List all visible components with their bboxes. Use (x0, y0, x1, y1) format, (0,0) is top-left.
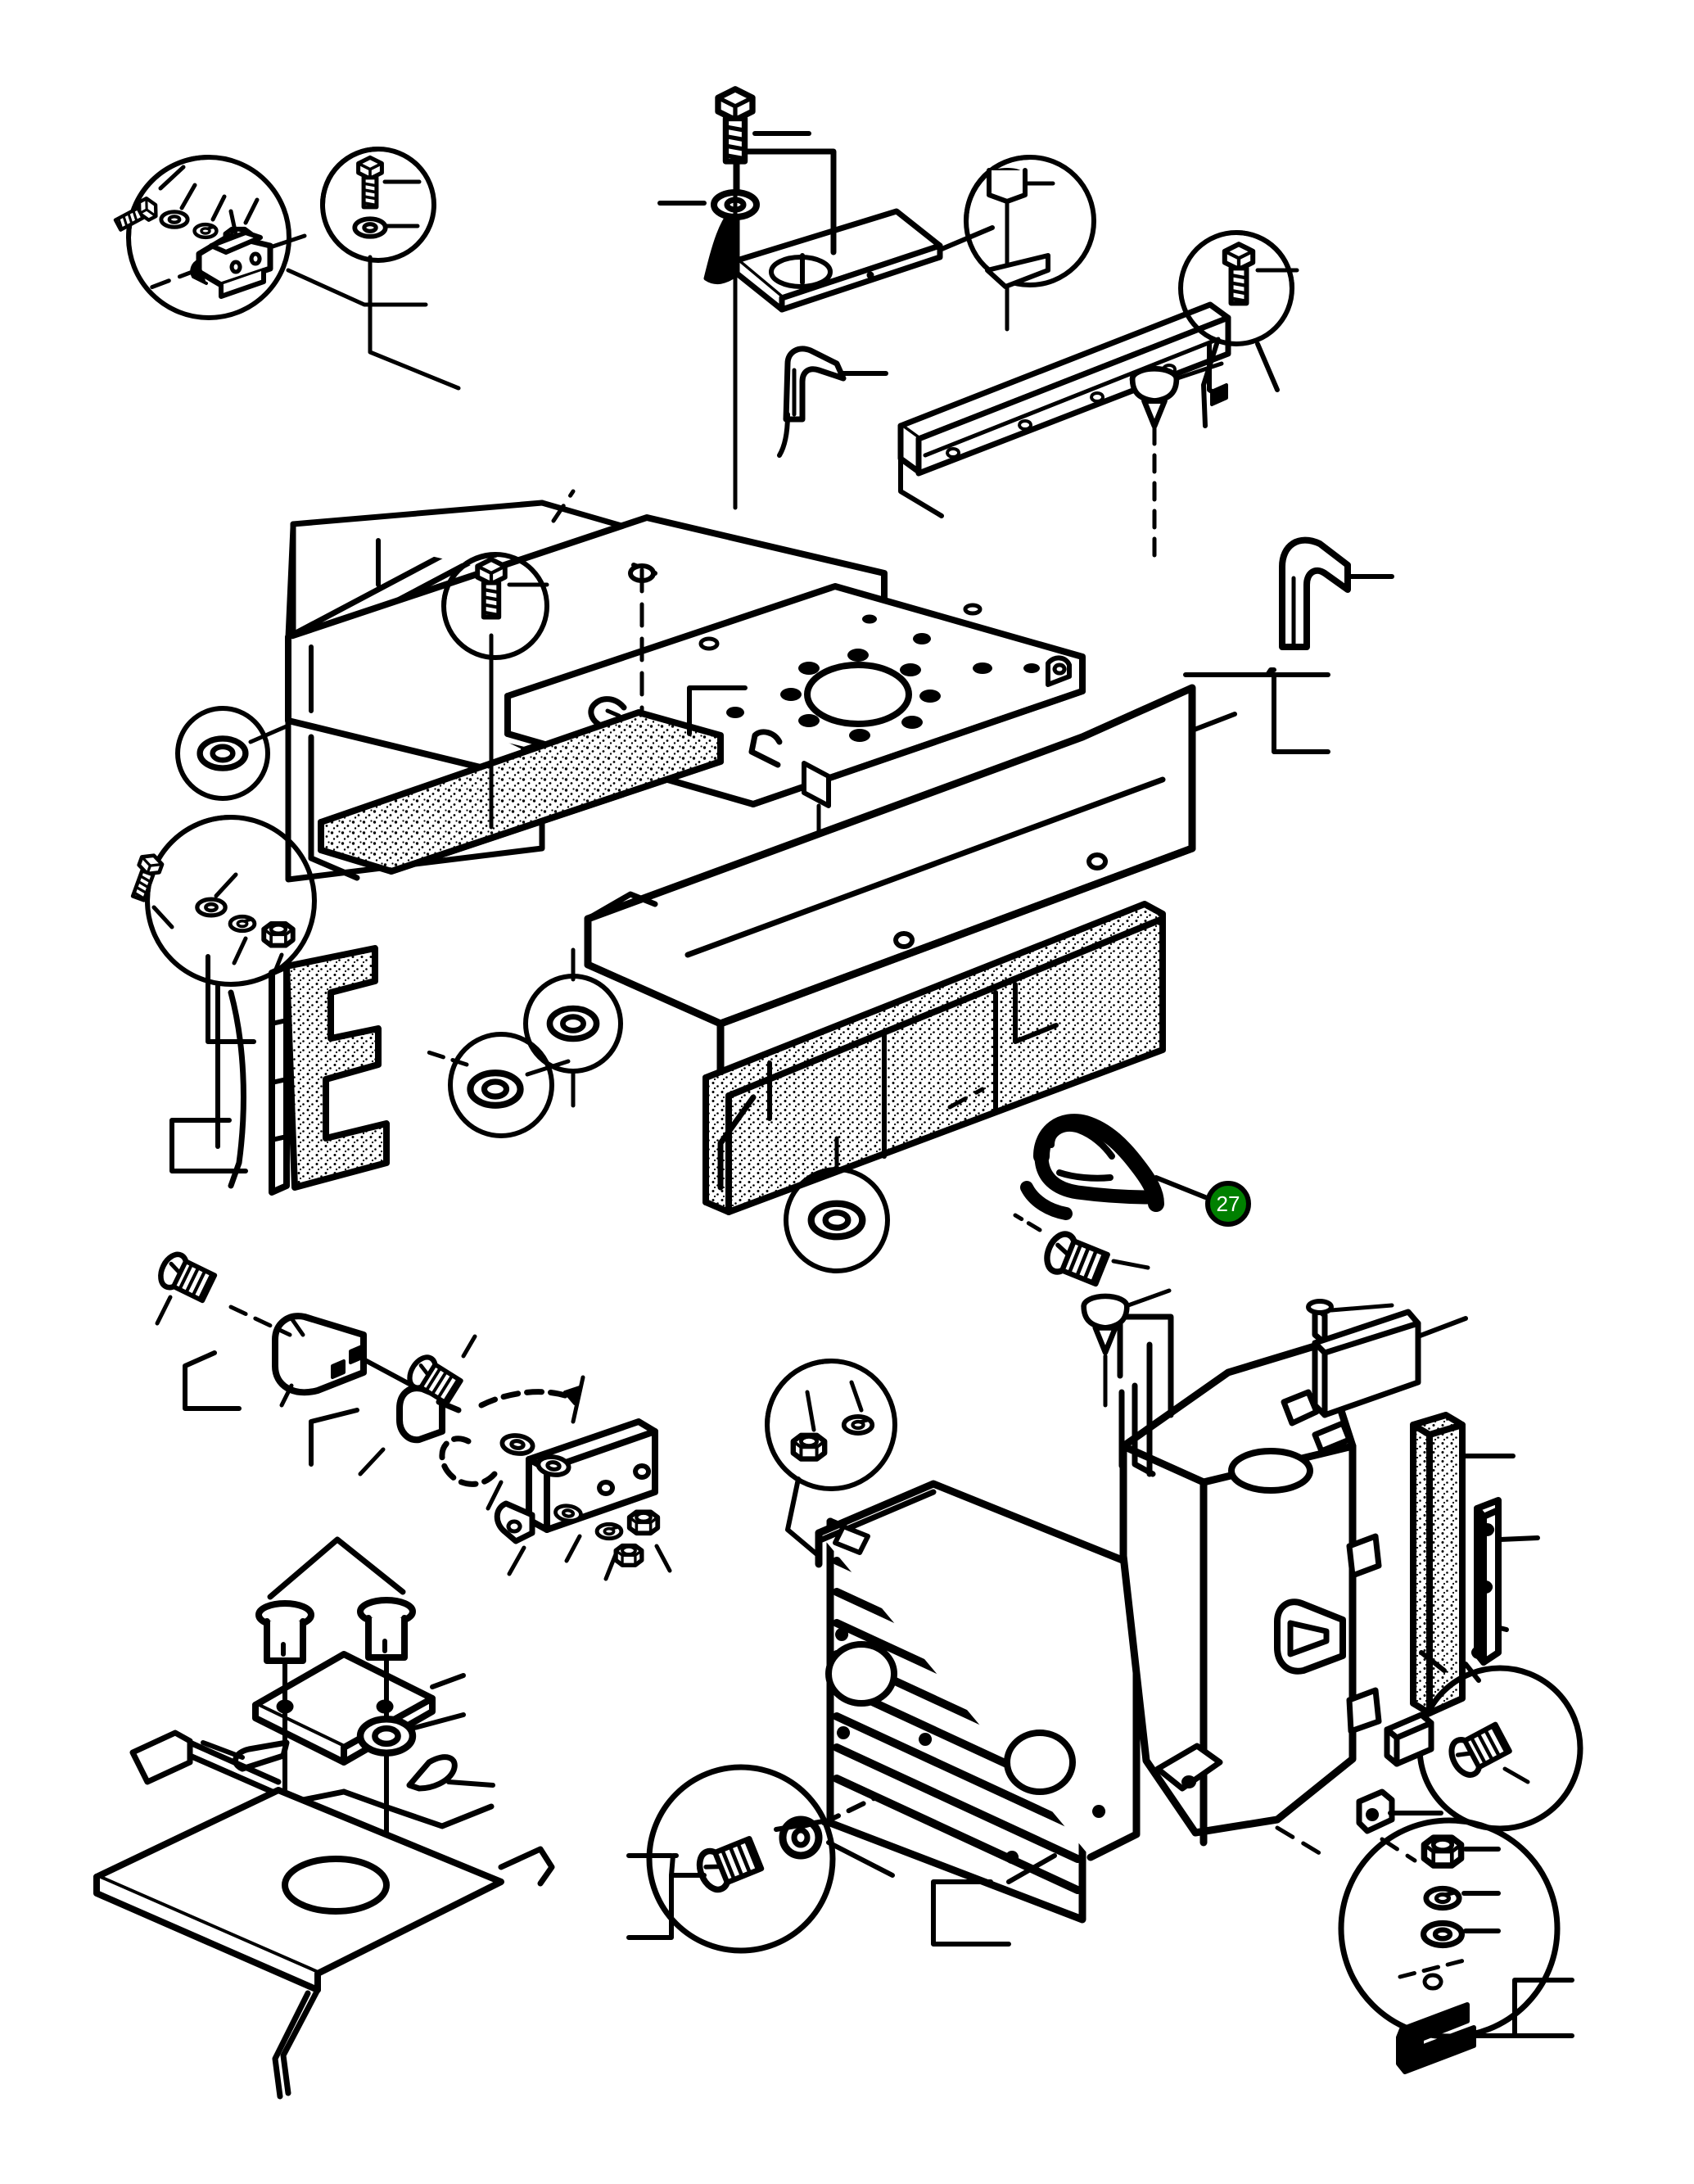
bent-rubber-strip (1279, 536, 1394, 650)
leader-center-insulation (717, 1094, 757, 1191)
fastener-row-top-left (113, 165, 260, 248)
latch-bolt-mid (404, 1334, 477, 1406)
callout-27-leader (1154, 1175, 1208, 1200)
fastener-upper-center (355, 157, 422, 236)
vertical-support-strip (1471, 1497, 1540, 1666)
pin-guide-chevron (267, 1536, 406, 1600)
hood-top-rivet (1084, 1288, 1172, 1408)
s-shaped-clip (1396, 2002, 1517, 2074)
detail-circle-nut-washer-lower-center (765, 1359, 897, 1558)
latch-washer-stack (486, 1434, 672, 1581)
callout-badge-27[interactable]: 27 (1205, 1181, 1251, 1227)
latch-handle (1020, 1114, 1164, 1220)
detail-circle-grommet-lower-center (784, 1136, 890, 1273)
lower-support-rail (129, 1730, 495, 1829)
insulation-pad-upper (318, 685, 748, 875)
leader-bracket-right-strip (1183, 667, 1330, 754)
push-rivet-detail (985, 168, 1055, 332)
latch-linkage-bracket (272, 1313, 412, 1408)
hood-center-cover (584, 684, 1237, 1115)
radiator-grille-louvered (815, 1480, 1141, 1924)
vertical-seal-strip (1410, 1412, 1516, 1716)
latch-return-spring (439, 1389, 573, 1487)
push-rivet-right (1132, 361, 1224, 559)
handle-mounting-screw (1013, 1213, 1150, 1287)
latch-bolt-upper (156, 1250, 292, 1337)
hood-right-rail (1312, 1309, 1468, 1418)
upper-hex-bolt-topcenter (718, 89, 811, 161)
leader-topleft-to-body (286, 268, 428, 307)
lower-platform (93, 1787, 555, 2100)
top-mounting-bracket-plate (703, 148, 995, 313)
detail-circle-rivet-upper-right (964, 155, 1096, 287)
curved-hook-bracket (777, 346, 888, 458)
hood-lower-bracket-right (1356, 1711, 1434, 1834)
detail-circle-bolt-stack-left (129, 815, 317, 987)
leader-bracket-grille (931, 1853, 1057, 1947)
rubber-grommet-bottom (360, 1712, 466, 1753)
door-hinge-topleft (147, 209, 307, 299)
front-hood-shell (1117, 1314, 1382, 1847)
leader-upper-center (368, 255, 461, 391)
detail-circle-hex-bolt-right (1178, 230, 1299, 428)
upper-flat-washer-topcenter (657, 192, 757, 217)
leader-latch-mid (309, 1408, 359, 1467)
detail-circle-bolt-washer-upper-center (320, 147, 436, 263)
leader-bracket-left-panel (169, 1118, 248, 1173)
insulation-pad-lower (702, 901, 1166, 1215)
detail-circle-grommet-left (175, 706, 291, 801)
leader-bracket-bottom-right (1512, 1978, 1574, 2038)
rear-trim-rail (897, 301, 1231, 518)
detail-circle-grommet-center-left (423, 1032, 571, 1138)
detail-circle-hex-bolt-mid-left (441, 552, 549, 830)
assembly-axes (551, 489, 1417, 1863)
detail-circle-screw-lockwasher-bottom (626, 1764, 895, 1954)
cotter-pin-right (406, 1754, 495, 1792)
leader-latch-left (183, 1350, 242, 1411)
latch-spacer (358, 1385, 462, 1476)
detail-circle-grommet-center (523, 947, 623, 1108)
